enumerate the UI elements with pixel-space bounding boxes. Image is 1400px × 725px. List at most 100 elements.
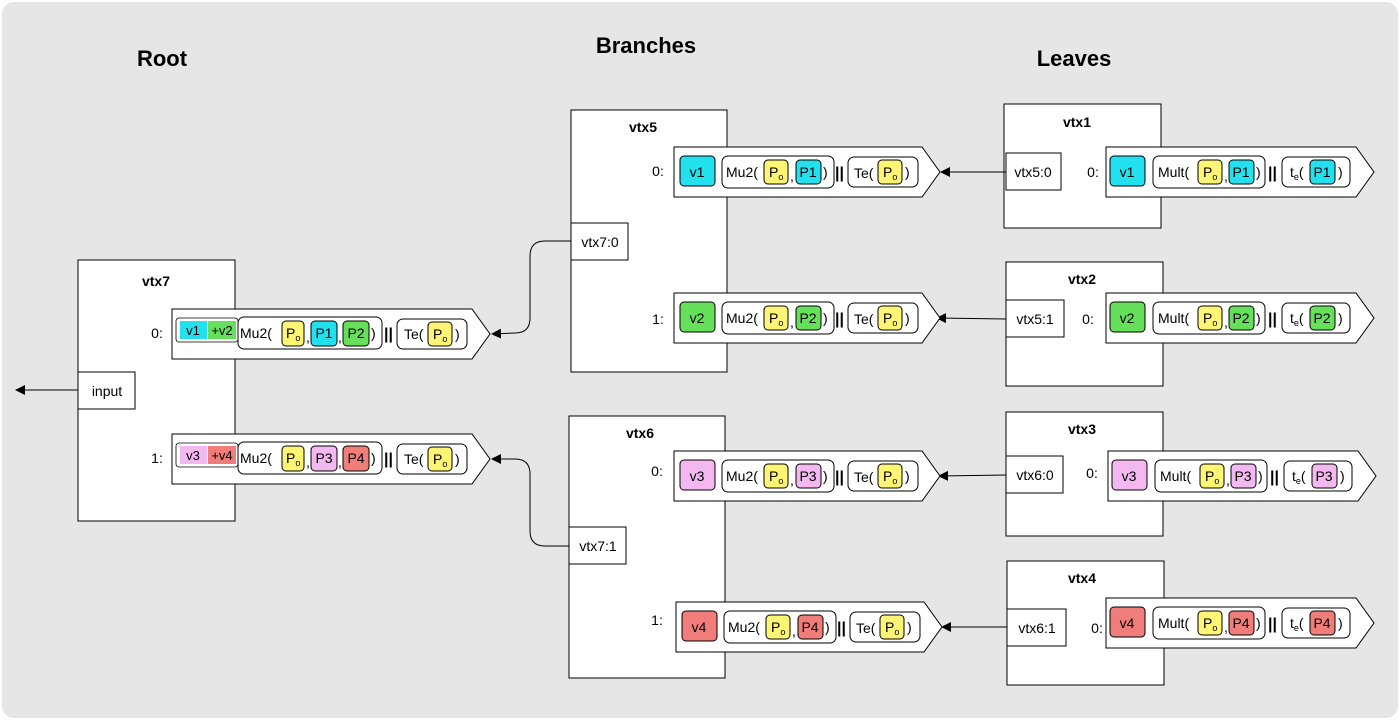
te-text: Te( <box>854 165 874 181</box>
heading-root: Root <box>137 46 188 71</box>
parallel-operator: || <box>384 451 393 468</box>
value-chip <box>679 459 716 491</box>
param-label: Po <box>885 619 899 637</box>
value-label: v1 <box>186 323 200 338</box>
mu2-text: Mu2( <box>728 619 760 635</box>
param-chip <box>877 305 903 331</box>
param-label: P1 <box>1313 164 1330 180</box>
paren: ) <box>1338 164 1343 180</box>
param-chip <box>427 446 453 472</box>
value-label: v4 <box>1120 615 1135 631</box>
te-text: Te( <box>854 311 874 327</box>
param-label: P4 <box>1232 615 1249 631</box>
output-slot[interactable]: v4 Mu2( Po , P4 ) || Te( Po ) <box>675 601 943 653</box>
mu2-text: Mu2( <box>726 310 758 326</box>
input-port[interactable] <box>1005 455 1064 494</box>
input-port-label: vtx6:0 <box>1016 467 1054 483</box>
te-text: Te( <box>404 451 424 467</box>
param-chip <box>1197 305 1223 331</box>
parallel-operator: || <box>835 165 844 182</box>
param-chip <box>1228 159 1255 185</box>
value-chip <box>1111 459 1148 491</box>
output-slot[interactable]: v2 Mu2( Po , P2 ) || Te( Po ) <box>673 292 941 344</box>
input-port[interactable] <box>568 526 627 565</box>
paren: ) <box>1256 310 1261 326</box>
param-label: Po <box>286 450 300 468</box>
param-chip <box>1199 463 1225 489</box>
param-chip <box>1197 610 1223 636</box>
value-label: v1 <box>690 164 705 180</box>
output-index: 0: <box>651 463 663 479</box>
param-chip <box>763 159 789 185</box>
output-slot[interactable]: v1 +v2 Mu2( Po P1 P2 , , ) || Te( Po ) <box>171 308 491 360</box>
param-chip <box>765 614 791 640</box>
mu2-text: Mu2( <box>726 468 758 484</box>
value-label: v3 <box>186 448 200 463</box>
param-chip <box>1228 610 1255 636</box>
vertex-title: vtx6 <box>626 425 654 441</box>
output-slot[interactable]: v2 Mult( Po , P2 ) || te( P2 ) <box>1105 292 1375 344</box>
param-label: Po <box>769 468 783 486</box>
output-slot[interactable]: v3 +v4 Mu2( Po P3 P4 , , ) || Te( Po ) <box>171 433 491 485</box>
param-chip <box>1309 159 1336 185</box>
param-label: P3 <box>1315 468 1332 484</box>
value-chip <box>679 301 716 333</box>
vertex-title: vtx2 <box>1068 271 1096 287</box>
input-port[interactable] <box>1006 608 1067 647</box>
output-index: 0: <box>151 325 163 341</box>
param-label: P2 <box>1232 310 1249 326</box>
param-chip <box>1230 463 1257 489</box>
param-label: Po <box>433 326 447 344</box>
param-label: P4 <box>1313 615 1330 631</box>
param-label: P4 <box>347 450 364 466</box>
comma: , <box>338 454 342 470</box>
mu2-text: Mu2( <box>726 164 758 180</box>
comma: , <box>306 329 310 345</box>
vertex-title: vtx7 <box>142 273 170 289</box>
value-chip <box>681 610 718 642</box>
output-slot[interactable]: v3 Mult( Po , P3 ) || te( P3 ) <box>1107 450 1377 502</box>
te-text: Te( <box>856 620 876 636</box>
output-index: 0: <box>1082 311 1094 327</box>
input-port[interactable] <box>1005 152 1062 191</box>
param-chip <box>877 159 903 185</box>
vertex-title: vtx5 <box>629 119 657 135</box>
param-label: P1 <box>315 325 332 341</box>
comma: , <box>306 454 310 470</box>
te-text: Te( <box>404 326 424 342</box>
vertex-title: vtx3 <box>1068 421 1096 437</box>
mu2-text: Mu2( <box>240 325 272 341</box>
output-index: 0: <box>1091 620 1103 636</box>
parallel-operator: || <box>384 326 393 343</box>
value-label: +v4 <box>211 448 232 463</box>
output-slot[interactable]: v3 Mu2( Po , P3 ) || Te( Po ) <box>673 450 941 502</box>
output-index: 0: <box>1087 164 1099 180</box>
param-chip <box>795 463 822 489</box>
value-chip <box>1109 606 1146 638</box>
value-label: v2 <box>1120 310 1135 326</box>
param-chip <box>1311 463 1338 489</box>
paren: ) <box>905 310 910 326</box>
param-chip <box>1309 610 1336 636</box>
param-label: Po <box>1203 310 1217 328</box>
output-slot[interactable]: v1 Mu2( Po , P1 ) || Te( Po ) <box>673 146 941 198</box>
parallel-operator: || <box>837 620 846 637</box>
input-port-label: vtx6:1 <box>1018 620 1056 636</box>
parallel-operator: || <box>1268 165 1277 182</box>
input-port[interactable] <box>77 371 136 410</box>
paren: ) <box>455 451 460 467</box>
param-chip <box>795 159 822 185</box>
param-label: Po <box>883 164 897 182</box>
value-label: v4 <box>692 619 707 635</box>
output-index: 1: <box>151 450 163 466</box>
output-slot[interactable]: v4 Mult( Po , P4 ) || te( P4 ) <box>1105 597 1375 649</box>
output-slot[interactable]: v1 Mult( Po , P1 ) || te( P1 ) <box>1105 146 1375 198</box>
param-chip <box>281 320 305 347</box>
value-label: +v2 <box>211 323 232 338</box>
paren: ) <box>1338 615 1343 631</box>
param-label: P2 <box>1313 310 1330 326</box>
param-label: P3 <box>315 450 332 466</box>
te-text: te( <box>1290 164 1304 182</box>
value-label: v3 <box>1122 468 1137 484</box>
param-label: P3 <box>1234 468 1251 484</box>
